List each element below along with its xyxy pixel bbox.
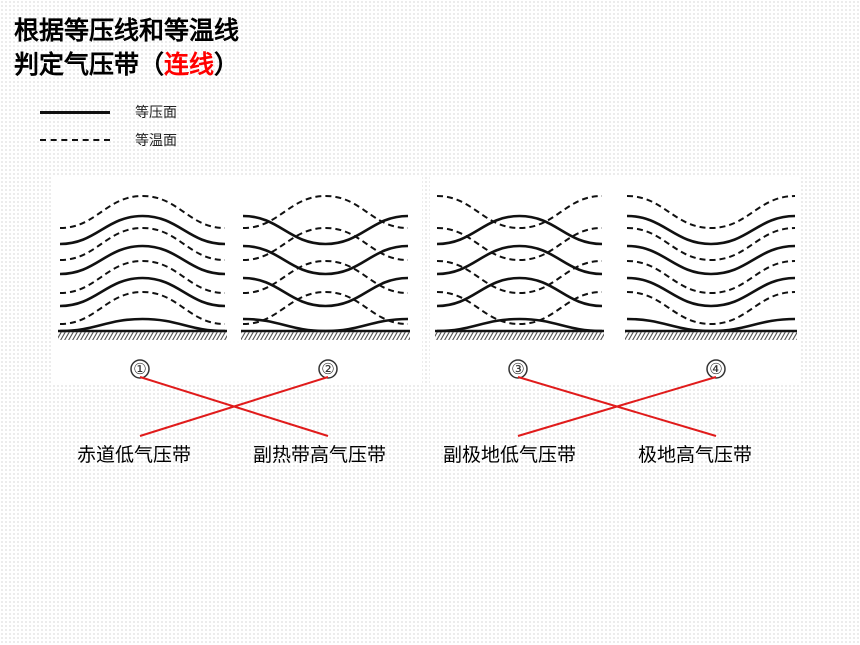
surface-isobar-line [59, 317, 226, 333]
panel-background-left [52, 175, 422, 385]
panel-label-2: ② [318, 359, 338, 379]
isobar-line [59, 276, 226, 308]
answer-subtropical-high[interactable]: 副热带高气压带 [253, 444, 387, 466]
isotherm-line [59, 194, 226, 229]
panel-4 [625, 195, 797, 340]
answer-polar-high[interactable]: 极地高气压带 [638, 444, 753, 466]
legend-solid-line [40, 111, 110, 114]
isotherm-line [242, 226, 409, 261]
panel-label-text: ① [133, 360, 146, 378]
isobar-line [626, 244, 796, 276]
legend: 等压面 等温面 [40, 100, 220, 160]
legend-dashed-line [40, 139, 110, 141]
ground-hatch [241, 332, 410, 340]
title-line-1: 根据等压线和等温线 [14, 16, 240, 45]
title-line-2-prefix: 判定气压带（ [14, 50, 165, 79]
isotherm-line [59, 226, 226, 261]
isobar-line [242, 244, 409, 276]
isotherm-line [436, 260, 603, 295]
isotherm-line [436, 227, 603, 262]
ground-hatch [625, 332, 797, 340]
isobar-line [626, 214, 796, 246]
legend-isotherm: 等温面 [40, 130, 220, 150]
isotherm-line [59, 290, 226, 325]
surface-isobar-line [242, 317, 409, 333]
panel-label-3: ③ [508, 359, 528, 379]
isotherm-line [242, 259, 409, 294]
title-line-2: 判定气压带（连线） [14, 48, 239, 82]
surface-isobar-line [436, 317, 603, 333]
isobar-line [626, 276, 796, 308]
panel-3 [435, 195, 604, 340]
connector-line [139, 376, 329, 437]
panel-label-text: ④ [709, 360, 722, 378]
panel-label-text: ③ [511, 360, 524, 378]
isobar-line [59, 244, 226, 276]
isotherm-line [436, 291, 603, 326]
page-title: 根据等压线和等温线 判定气压带（连线） [14, 14, 239, 82]
title-line-2-suffix: ） [214, 50, 240, 79]
legend-isobar: 等压面 [40, 102, 220, 122]
legend-isotherm-label: 等温面 [135, 133, 177, 149]
isotherm-line [59, 259, 226, 294]
panel-number-labels: ① ② ③ ④ [130, 359, 726, 379]
isobar-line [436, 214, 603, 246]
isotherm-line [626, 195, 796, 230]
isobar-line [242, 276, 409, 308]
connector-lines [139, 376, 717, 437]
title-highlight: 连线 [164, 50, 215, 79]
ground-hatch [58, 332, 227, 340]
panel-2 [241, 194, 410, 340]
isobar-line [242, 214, 409, 246]
ground-hatch [435, 332, 604, 340]
panel-1 [58, 194, 227, 340]
isotherm-line [626, 227, 796, 262]
panel-background-right [430, 175, 800, 385]
connector-line [517, 376, 717, 437]
isotherm-line [626, 260, 796, 295]
isotherm-line [242, 194, 409, 229]
panels-layer [58, 194, 797, 340]
panel-label-4: ④ [706, 359, 726, 379]
legend-isobar-label: 等压面 [135, 105, 177, 121]
panel-label-1: ① [130, 359, 150, 379]
isobar-line [59, 214, 226, 246]
isotherm-line [242, 290, 409, 325]
answer-equatorial-low[interactable]: 赤道低气压带 [77, 444, 192, 466]
panel-label-text: ② [321, 360, 334, 378]
isotherm-line [626, 291, 796, 326]
answer-subpolar-low[interactable]: 副极地低气压带 [443, 444, 577, 466]
isotherm-line [436, 195, 603, 230]
